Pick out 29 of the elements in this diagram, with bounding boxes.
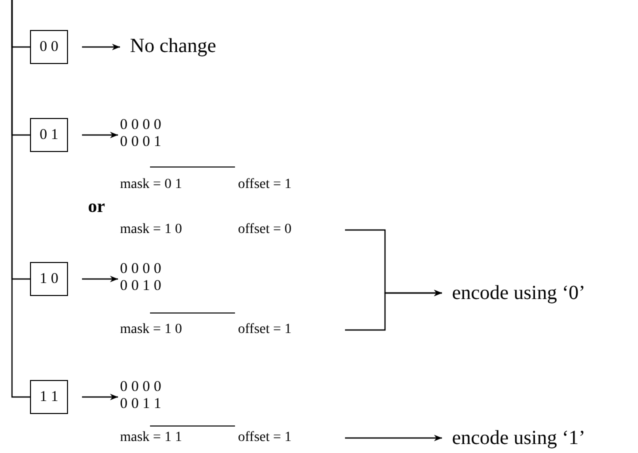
mask-value: mask = 1 0	[120, 321, 182, 339]
bit-pattern: 0 0 1 0	[120, 278, 162, 295]
result-text: encode using ‘0’	[452, 281, 586, 305]
code-box: 1 0	[30, 262, 68, 296]
result-text: encode using ‘1’	[452, 426, 586, 450]
connector-word: or	[88, 196, 105, 216]
arrow	[345, 290, 442, 331]
arrow	[82, 132, 118, 138]
offset-value: offset = 1	[238, 429, 292, 447]
bit-pattern: 0 0 1 1	[120, 396, 162, 413]
code-box: 0 0	[30, 30, 68, 64]
code-box: 1 1	[30, 380, 68, 414]
tree-line	[11, 0, 30, 398]
offset-value: offset = 1	[238, 176, 292, 194]
arrow	[82, 394, 118, 400]
arrow	[345, 434, 442, 442]
offset-value: offset = 0	[238, 221, 292, 239]
bit-pattern: 0 0 0 0	[120, 117, 162, 134]
arrow	[82, 276, 118, 282]
mask-value: mask = 1 0	[120, 221, 182, 239]
bit-pattern: 0 0 0 1	[120, 134, 162, 151]
result-text: No change	[130, 34, 216, 58]
mask-value: mask = 1 1	[120, 429, 182, 447]
offset-value: offset = 1	[238, 321, 292, 339]
bit-pattern: 0 0 0 0	[120, 379, 162, 396]
code-box: 0 1	[30, 118, 68, 152]
mask-value: mask = 0 1	[120, 176, 182, 194]
bit-pattern: 0 0 0 0	[120, 261, 162, 278]
arrow	[82, 44, 120, 50]
